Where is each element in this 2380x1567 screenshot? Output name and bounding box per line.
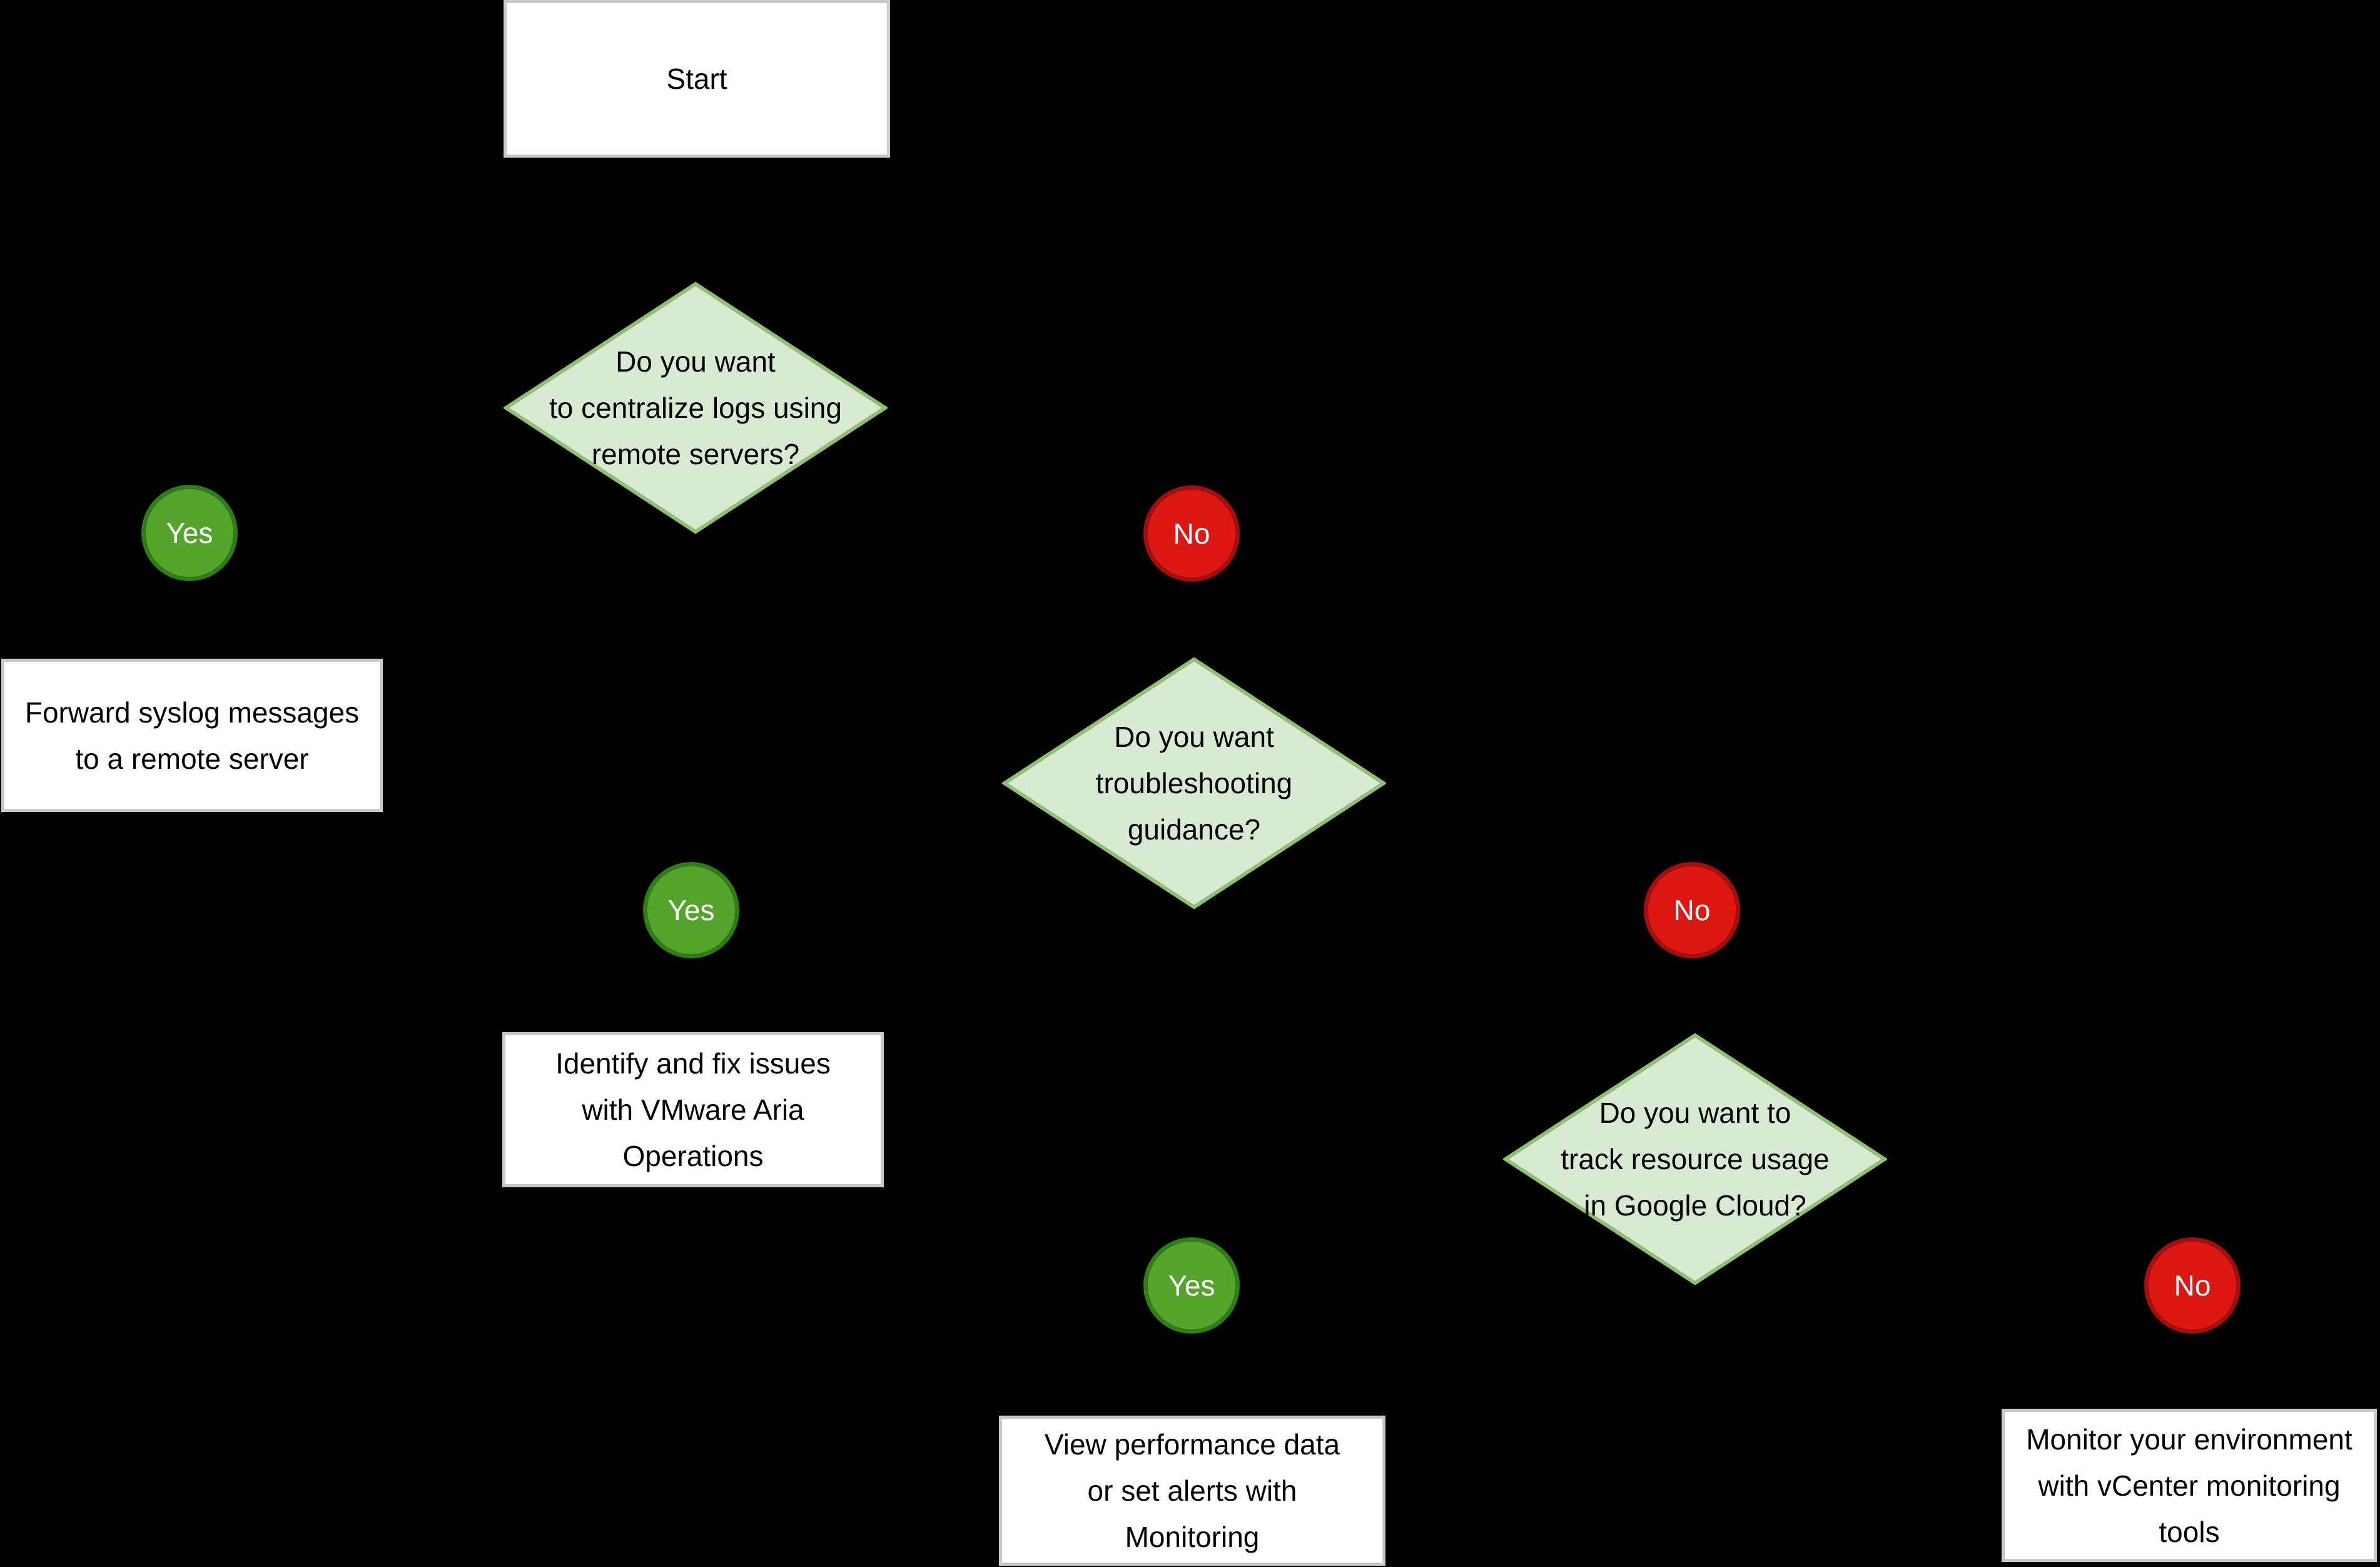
yes-badge-3: Yes — [1143, 1237, 1240, 1334]
no-badge-3: No — [2144, 1237, 2241, 1334]
node-label-line: tools — [2159, 1515, 2220, 1548]
decision-troubleshooting: Do you want troubleshooting guidance? — [1002, 657, 1386, 910]
outcome-identify-fix: Identify and fix issues with VMware Aria… — [502, 1032, 884, 1187]
node-label-line: or set alerts with — [1087, 1474, 1297, 1507]
node-label-line: Monitor your environment — [2026, 1422, 2352, 1456]
outcome-view-performance: View performance data or set alerts with… — [999, 1416, 1385, 1566]
no-badge-1: No — [1143, 485, 1240, 582]
no-badge-2: No — [1644, 862, 1740, 958]
diamond-shape — [1002, 657, 1386, 910]
yes-badge-label: Yes — [1168, 1269, 1215, 1302]
outcome-monitor-vcenter-label: Monitor your environment with vCenter mo… — [2026, 1416, 2352, 1555]
outcome-forward-syslog-label: Forward syslog messages to a remote serv… — [25, 689, 359, 782]
outcome-view-performance-label: View performance data or set alerts with… — [1045, 1421, 1340, 1560]
yes-badge-2: Yes — [643, 862, 739, 958]
node-label-line: with vCenter monitoring — [2038, 1469, 2341, 1502]
node-label-line: Do you want to — [1599, 1097, 1791, 1129]
node-label-line: Start — [666, 63, 727, 95]
yes-badge-1: Yes — [141, 485, 238, 581]
outcome-monitor-vcenter: Monitor your environment with vCenter mo… — [2002, 1409, 2377, 1562]
node-label-line: troubleshooting — [1095, 767, 1293, 799]
diamond-shape — [504, 281, 888, 534]
node-label-line: Forward syslog messages — [24, 696, 360, 729]
node-label-line: Monitoring — [1125, 1521, 1260, 1553]
node-label-line: to a remote server — [75, 742, 309, 775]
node-label-line: to centralize logs using — [549, 392, 842, 424]
no-badge-label: No — [1173, 517, 1210, 550]
outcome-forward-syslog: Forward syslog messages to a remote serv… — [1, 659, 383, 812]
yes-badge-label: Yes — [166, 517, 213, 549]
node-label-line: Operations — [622, 1140, 764, 1172]
no-badge-label: No — [2174, 1269, 2211, 1302]
node-label-line: guidance? — [1127, 813, 1261, 846]
node-label-line: track resource usage — [1561, 1143, 1830, 1175]
no-badge-label: No — [1673, 894, 1711, 926]
decision-track-usage-label: Do you want to track resource usage in G… — [1561, 1090, 1830, 1229]
diamond-shape — [1503, 1033, 1887, 1286]
node-label-line: Identify and fix issues — [555, 1047, 831, 1080]
node-label-line: with VMware Aria — [582, 1093, 804, 1126]
decision-troubleshooting-label: Do you want troubleshooting guidance? — [1096, 714, 1293, 853]
yes-badge-label: Yes — [667, 894, 715, 926]
node-label-line: View performance data — [1044, 1428, 1340, 1461]
start-node: Start — [504, 0, 890, 158]
node-label-line: remote servers? — [591, 438, 800, 470]
node-label-line: in Google Cloud? — [1584, 1189, 1806, 1222]
decision-centralize-logs: Do you want to centralize logs using rem… — [504, 281, 888, 534]
start-node-label: Start — [666, 56, 727, 102]
outcome-identify-fix-label: Identify and fix issues with VMware Aria… — [555, 1040, 831, 1179]
decision-track-usage: Do you want to track resource usage in G… — [1503, 1033, 1887, 1286]
decision-centralize-logs-label: Do you want to centralize logs using rem… — [549, 338, 842, 477]
node-label-line: Do you want — [615, 345, 776, 378]
node-label-line: Do you want — [1114, 721, 1274, 753]
